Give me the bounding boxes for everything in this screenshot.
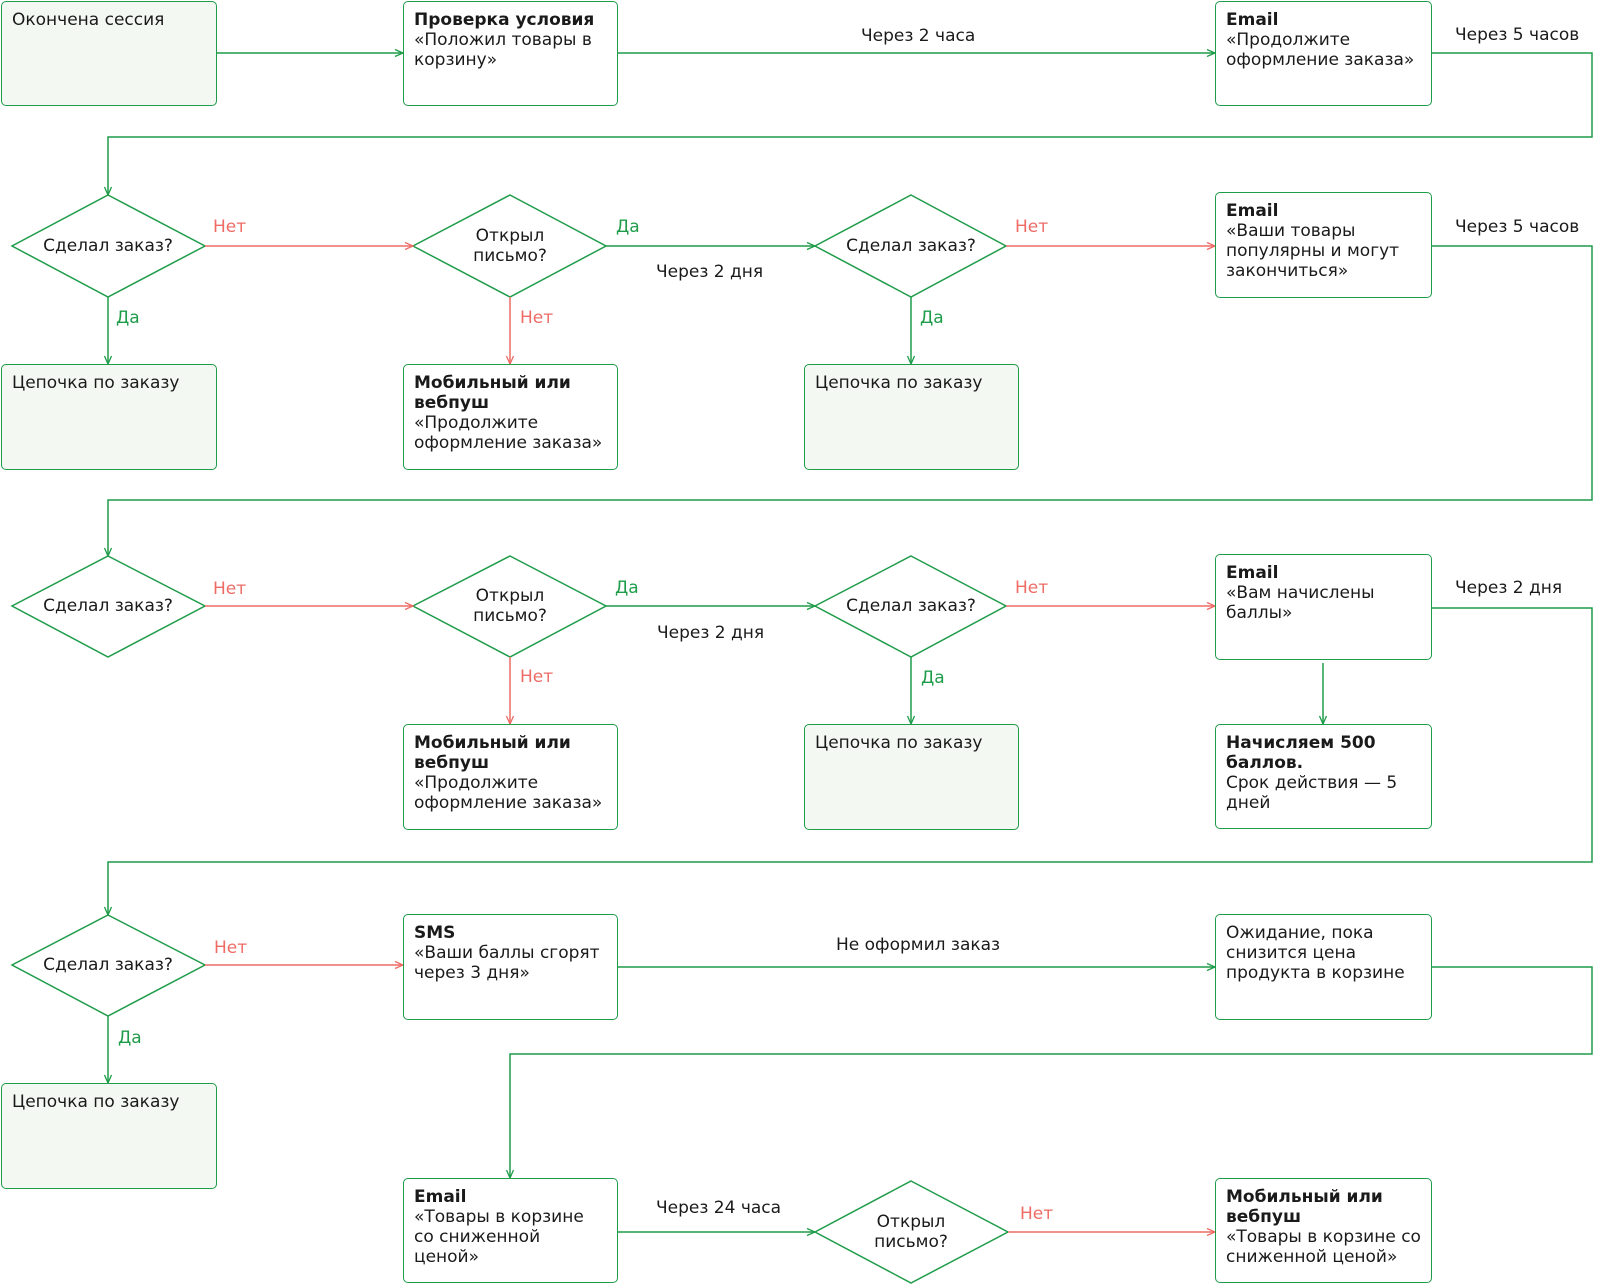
box-title: Email (1226, 10, 1279, 30)
decision-opened-text: Открыл письмо? (874, 1212, 948, 1252)
wait-price-box: Ожидание, пока снизится цена продукта в … (1215, 914, 1432, 1020)
decision-shape-r3-order (10, 555, 207, 658)
points-500-box: Начисляем 500 баллов. Срок действия — 5 … (1215, 724, 1432, 829)
delay-label: Через 5 часов (1455, 217, 1580, 237)
box-title: Email (414, 1187, 467, 1207)
box-body: «Ваши баллы сгорят через 3 дня» (414, 943, 600, 983)
delay-label: Через 2 дня (656, 262, 764, 282)
sms-box: SMS «Ваши баллы сгорят через 3 дня» (403, 914, 618, 1020)
delay-label: Через 24 часа (656, 1198, 782, 1218)
order-chain-box: Цепочка по заказу (804, 724, 1019, 830)
yes-label: Да (921, 668, 945, 688)
push-discount-box: Мобильный или вебпуш «Товары в корзине с… (1215, 1178, 1432, 1283)
yes-label: Да (616, 217, 640, 237)
box-body: Окончена сессия (12, 10, 165, 30)
email-points-box: Email «Вам начислены баллы» (1215, 554, 1432, 660)
yes-label: Да (116, 308, 140, 328)
box-body: «Ваши товары популярны и могут закончить… (1226, 221, 1400, 281)
decision-order-text: Сделал заказ? (43, 236, 173, 256)
yes-label: Да (920, 308, 944, 328)
box-body: «Положил товары в корзину» (414, 30, 592, 70)
box-title: Мобильный или вебпуш (1226, 1187, 1383, 1227)
delay-label: Через 2 дня (1455, 578, 1563, 598)
order-chain-box: Цепочка по заказу (1, 364, 217, 470)
box-body: Цепочка по заказу (815, 373, 983, 393)
no-label: Нет (1015, 578, 1049, 598)
email-continue-box: Email «Продолжите оформление заказа» (1215, 1, 1432, 106)
no-label: Нет (1015, 217, 1049, 237)
push-continue-box: Мобильный или вебпуш «Продолжите оформле… (403, 364, 618, 470)
box-body: Цепочка по заказу (12, 1092, 180, 1112)
no-label: Нет (213, 217, 247, 237)
decision-order-text: Сделал заказ? (846, 596, 976, 616)
yes-label: Да (118, 1028, 142, 1048)
box-title: SMS (414, 923, 456, 943)
check-cart-box: Проверка условия «Положил товары в корзи… (403, 1, 618, 106)
decision-shape-r5-opened (813, 1180, 1010, 1284)
box-body: Цепочка по заказу (12, 373, 180, 393)
decision-opened-text: Открыл письмо? (473, 586, 547, 626)
condition-label: Не оформил заказ (836, 935, 1001, 955)
order-chain-box: Цепочка по заказу (1, 1083, 217, 1189)
delay-label: Через 5 часов (1455, 25, 1580, 45)
box-title: Начисляем 500 баллов. (1226, 733, 1376, 773)
wire-email1-to-r2 (108, 52, 1593, 195)
wire-email3-to-r4 (108, 607, 1593, 915)
box-title: Мобильный или вебпуш (414, 373, 571, 413)
yes-label: Да (615, 578, 639, 598)
box-body: «Товары в корзине со сниженной ценой» (1226, 1227, 1421, 1267)
email-discount-box: Email «Товары в корзине со сниженной цен… (403, 1178, 618, 1283)
no-label: Нет (214, 938, 248, 958)
box-body: «Продолжите оформление заказа» (414, 773, 603, 813)
box-body: «Продолжите оформление заказа» (414, 413, 603, 453)
wire-wait-to-email4 (510, 966, 1593, 1178)
no-label: Нет (520, 308, 554, 328)
delay-label: Через 2 часа (861, 26, 976, 46)
box-body: Ожидание, пока снизится цена продукта в … (1226, 923, 1405, 983)
decision-opened-text: Открыл письмо? (473, 226, 547, 266)
box-body: «Продолжите оформление заказа» (1226, 30, 1415, 70)
box-title: Проверка условия (414, 10, 595, 30)
no-label: Нет (520, 667, 554, 687)
push-continue-box: Мобильный или вебпуш «Продолжите оформле… (403, 724, 618, 830)
no-label: Нет (213, 579, 247, 599)
box-body: Цепочка по заказу (815, 733, 983, 753)
no-label: Нет (1020, 1204, 1054, 1224)
box-body: Срок действия — 5 дней (1226, 773, 1398, 813)
delay-label: Через 2 дня (657, 623, 765, 643)
decision-order-text: Сделал заказ? (43, 596, 173, 616)
order-chain-box: Цепочка по заказу (804, 364, 1019, 470)
session-end-box: Окончена сессия (1, 1, 217, 106)
email-popular-box: Email «Ваши товары популярны и могут зак… (1215, 192, 1432, 298)
box-body: «Вам начислены баллы» (1226, 583, 1375, 623)
box-body: «Товары в корзине со сниженной ценой» (414, 1207, 584, 1267)
box-title: Email (1226, 563, 1279, 583)
decision-order-text: Сделал заказ? (43, 955, 173, 975)
decision-order-text: Сделал заказ? (846, 236, 976, 256)
box-title: Email (1226, 201, 1279, 221)
wire-email2-to-r3 (108, 245, 1593, 556)
box-title: Мобильный или вебпуш (414, 733, 571, 773)
